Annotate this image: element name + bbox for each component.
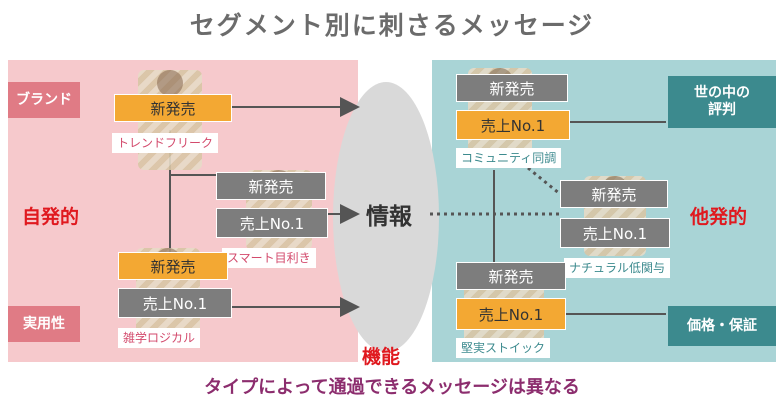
footer-message: タイプによって通過できるメッセージは異なる <box>204 377 580 398</box>
badge-new-release: 新発売 <box>216 172 326 200</box>
self-driven-label: 自発的 <box>22 206 80 228</box>
segment-community-conformist: コミュニティ同調 <box>456 148 562 168</box>
segment-smart-connoisseur: スマート目利き <box>222 248 316 268</box>
badge-sales-no1: 売上No.1 <box>456 298 566 330</box>
badge-sales-no1: 売上No.1 <box>456 110 570 140</box>
badge-new-release: 新発売 <box>456 262 566 290</box>
segment-trend-freak: トレンドフリーク <box>112 133 219 153</box>
function-label: 機能 <box>362 346 401 368</box>
dotted-link-community <box>527 166 561 196</box>
page-title: セグメント別に刺さるメッセージ <box>189 11 595 40</box>
badge-new-release: 新発売 <box>114 94 232 122</box>
reputation-tag: 世の中の 評判 <box>668 76 776 128</box>
badge-new-release: 新発売 <box>560 180 668 208</box>
segment-natural-low-involvement: ナチュラル低関与 <box>564 258 671 278</box>
badge-new-release: 新発売 <box>118 252 228 280</box>
badge-sales-no1: 売上No.1 <box>560 218 670 248</box>
segment-steady-stoic: 堅実ストイック <box>456 338 551 358</box>
practical-tag: 実用性 <box>8 306 80 342</box>
badge-new-release: 新発売 <box>456 74 568 102</box>
badge-sales-no1: 売上No.1 <box>118 288 232 318</box>
badge-sales-no1: 売上No.1 <box>216 208 328 238</box>
other-driven-label: 他発的 <box>690 206 748 228</box>
price-warranty-tag: 価格・保証 <box>668 306 776 346</box>
brand-tag: ブランド <box>8 82 80 118</box>
information-label: 情報 <box>366 204 412 230</box>
segment-trivia-logical: 雑学ロジカル <box>118 328 201 348</box>
